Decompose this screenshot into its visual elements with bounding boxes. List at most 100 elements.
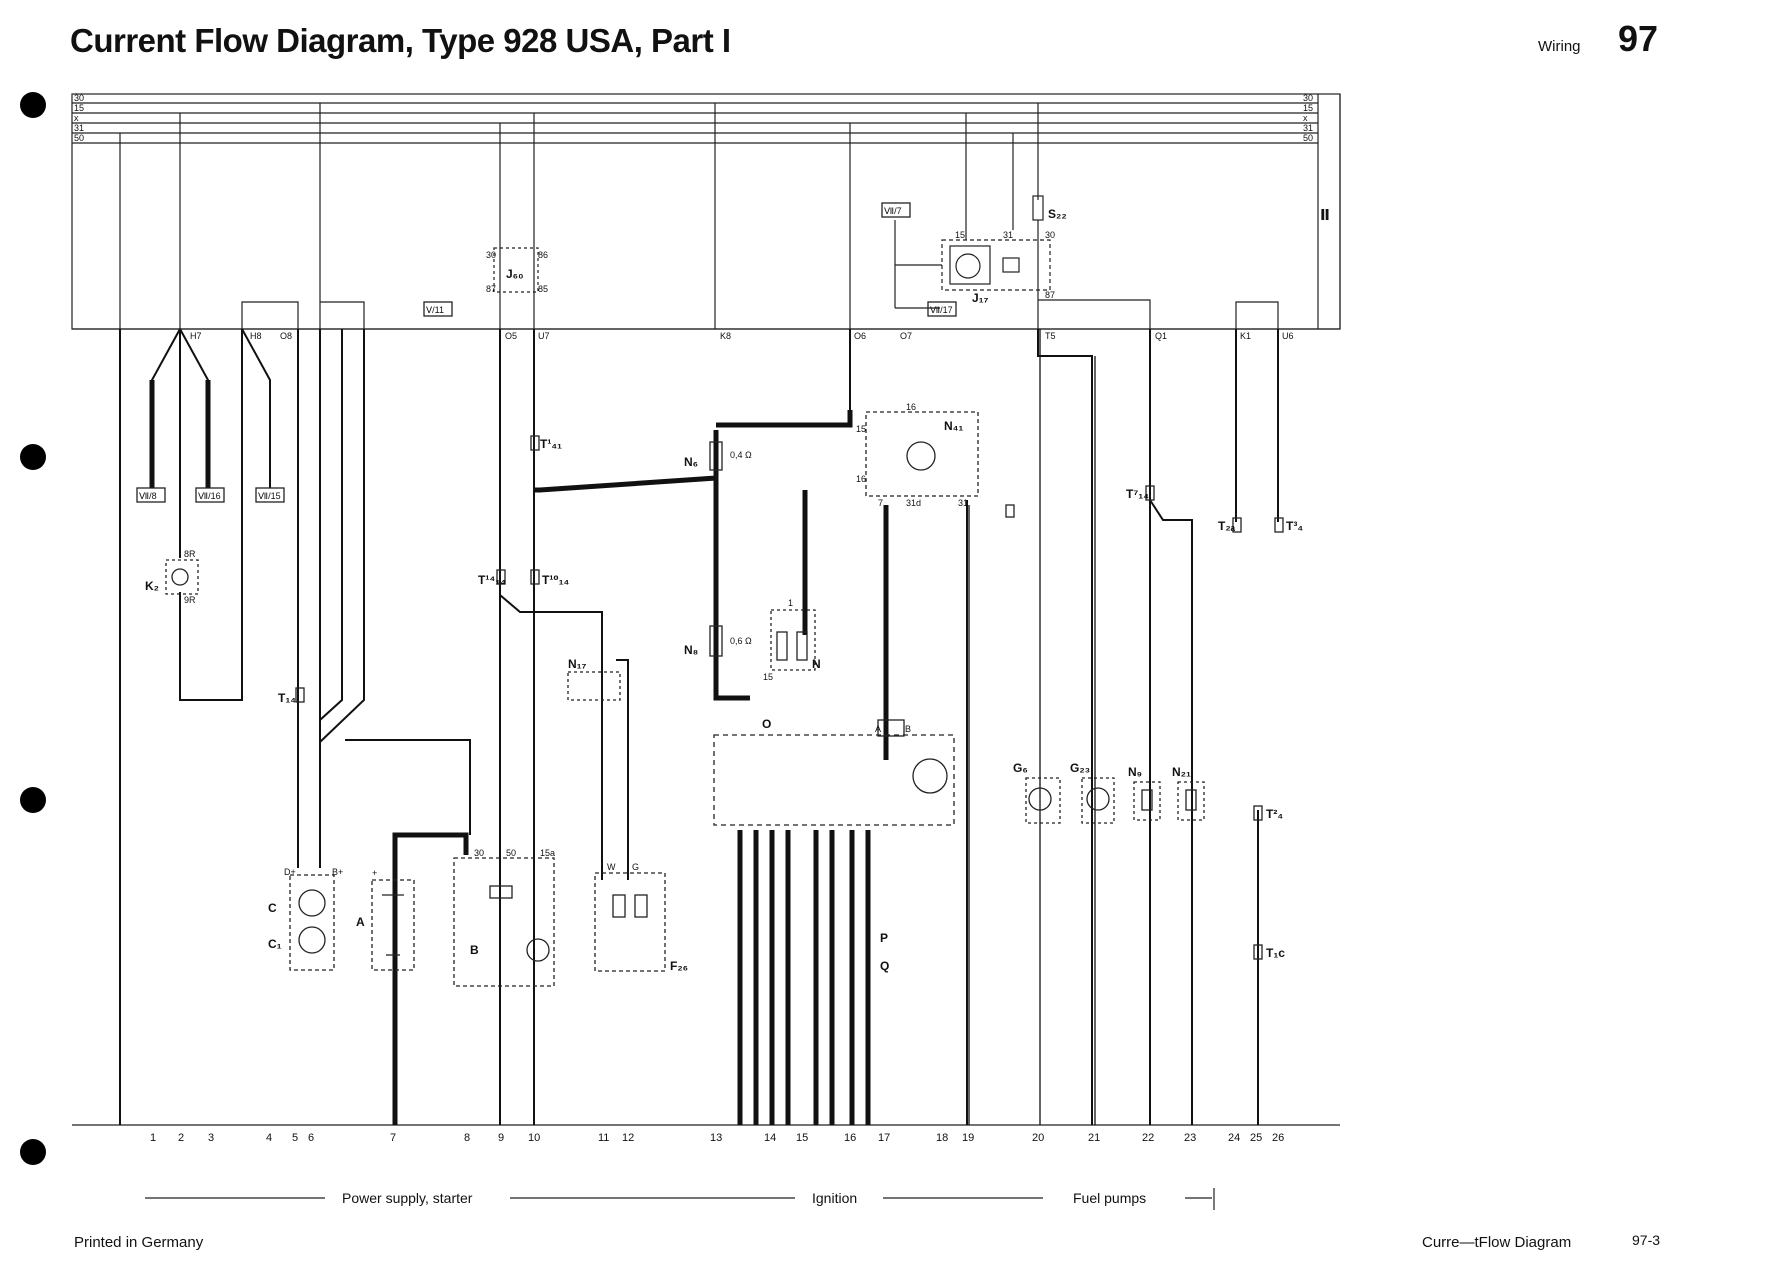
current-track-number: 15 (796, 1132, 808, 1144)
component-label: J₆₀ (506, 267, 524, 281)
pin-label: W (607, 862, 616, 872)
component-label: B (470, 943, 479, 957)
component-label: N₆ (684, 455, 698, 469)
component-label: N (812, 657, 821, 671)
pin-label: 8R (184, 549, 196, 559)
section-caption: Ignition (812, 1190, 857, 1206)
current-track-number: 20 (1032, 1132, 1044, 1144)
bus-label-right: 50 (1303, 133, 1313, 143)
pin-label: 16 (856, 474, 866, 484)
ref-label: Ⅶ/16 (198, 491, 221, 501)
current-track-number: 22 (1142, 1132, 1154, 1144)
pin-label: 86 (538, 250, 548, 260)
bus-label-left: 15 (74, 103, 84, 113)
punch-hole (20, 444, 46, 470)
pin-label: G (632, 862, 639, 872)
connector-label: Q1 (1155, 331, 1167, 341)
ref-label: Ⅶ/7 (884, 206, 902, 216)
connector-label: U7 (538, 331, 550, 341)
current-track-number: 14 (764, 1132, 776, 1144)
component-label: C₁ (268, 937, 282, 951)
component-label: G₂₃ (1070, 761, 1090, 775)
connector-label: O8 (280, 331, 292, 341)
current-track-number: 12 (622, 1132, 634, 1144)
component-label: K₂ (145, 579, 159, 593)
current-track-number: 7 (390, 1132, 396, 1144)
component-label: T⁷₁₄ (1126, 487, 1149, 501)
pin-label: B (905, 724, 911, 734)
pin-label: A (875, 724, 881, 734)
component-label: T¹⁰₁₄ (542, 573, 570, 587)
pin-label: 15a (540, 848, 555, 858)
connector-label: H8 (250, 331, 262, 341)
connector-label: O6 (854, 331, 866, 341)
current-track-number: 6 (308, 1132, 314, 1144)
pin-label: + (372, 868, 377, 878)
component-label: G₆ (1013, 761, 1028, 775)
pin-label: D+ (284, 867, 296, 877)
pin-label: 87 (486, 284, 496, 294)
current-track-number: 13 (710, 1132, 722, 1144)
ref-label: Ⅶ/8 (139, 491, 157, 501)
section-caption: Fuel pumps (1073, 1190, 1146, 1206)
component-label: T²₄ (1266, 807, 1283, 821)
component-label: P (880, 931, 888, 945)
page-number: 97 (1618, 18, 1659, 59)
current-track-number: 21 (1088, 1132, 1100, 1144)
pin-label: 7 (878, 498, 883, 508)
pin-label: 30 (486, 250, 496, 260)
punch-hole (20, 1139, 46, 1165)
connector-label: U6 (1282, 331, 1294, 341)
fuse-box-frame (71, 93, 1341, 330)
footer-printed: Printed in Germany (74, 1234, 204, 1251)
punch-hole (20, 787, 46, 813)
current-track-number: 2 (178, 1132, 184, 1144)
bus-label-left: x (74, 113, 79, 123)
footer-doc-page: 97-3 (1632, 1232, 1661, 1248)
current-track-number: 9 (498, 1132, 504, 1144)
current-track-number: 8 (464, 1132, 470, 1144)
current-track-number: 24 (1228, 1132, 1240, 1144)
current-track-number: 26 (1272, 1132, 1284, 1144)
current-track-number: 25 (1250, 1132, 1262, 1144)
current-track-number: 16 (844, 1132, 856, 1144)
component-label: T₁c (1266, 946, 1285, 960)
pin-label: 0,6 Ω (730, 636, 752, 646)
section-caption: Power supply, starter (342, 1190, 473, 1206)
ref-label: Ⅶ/17 (930, 305, 953, 315)
section-label: Wiring (1538, 38, 1581, 55)
pin-label: B+ (332, 867, 343, 877)
current-track-number: 17 (878, 1132, 890, 1144)
bus-label-left: 30 (74, 93, 84, 103)
connector-label: O5 (505, 331, 517, 341)
ref-label: Ⅶ/15 (258, 491, 281, 501)
pin-label: 30 (1045, 230, 1055, 240)
pin-label: 50 (506, 848, 516, 858)
current-track-number: 19 (962, 1132, 974, 1144)
component-label: T¹⁴₁₄ (478, 573, 506, 587)
bus-label-right: x (1303, 113, 1308, 123)
pin-label: 30 (474, 848, 484, 858)
component-label: J₁₇ (972, 291, 989, 305)
current-track-number: 23 (1184, 1132, 1196, 1144)
connector-label: O7 (900, 331, 912, 341)
page-title: Current Flow Diagram, Type 928 USA, Part… (70, 22, 731, 59)
bus-label-left: 31 (74, 123, 84, 133)
component-label: N₂₁ (1172, 765, 1191, 779)
component-label: C (268, 901, 277, 915)
component-label: T³₄ (1286, 519, 1303, 533)
bus-label-right: 30 (1303, 93, 1313, 103)
pin-label: 87 (1045, 290, 1055, 300)
component-label: T₁₄ (278, 691, 296, 705)
current-track-number: 3 (208, 1132, 214, 1144)
pin-label: 15 (763, 672, 773, 682)
pin-label: 1 (788, 598, 793, 608)
component-label: N₄₁ (944, 419, 963, 433)
connector-label: K1 (1240, 331, 1251, 341)
pin-label: 0,4 Ω (730, 450, 752, 460)
current-track-number: 5 (292, 1132, 298, 1144)
pin-label: 15 (856, 424, 866, 434)
connector-label: K8 (720, 331, 731, 341)
bus-label-left: 50 (74, 133, 84, 143)
